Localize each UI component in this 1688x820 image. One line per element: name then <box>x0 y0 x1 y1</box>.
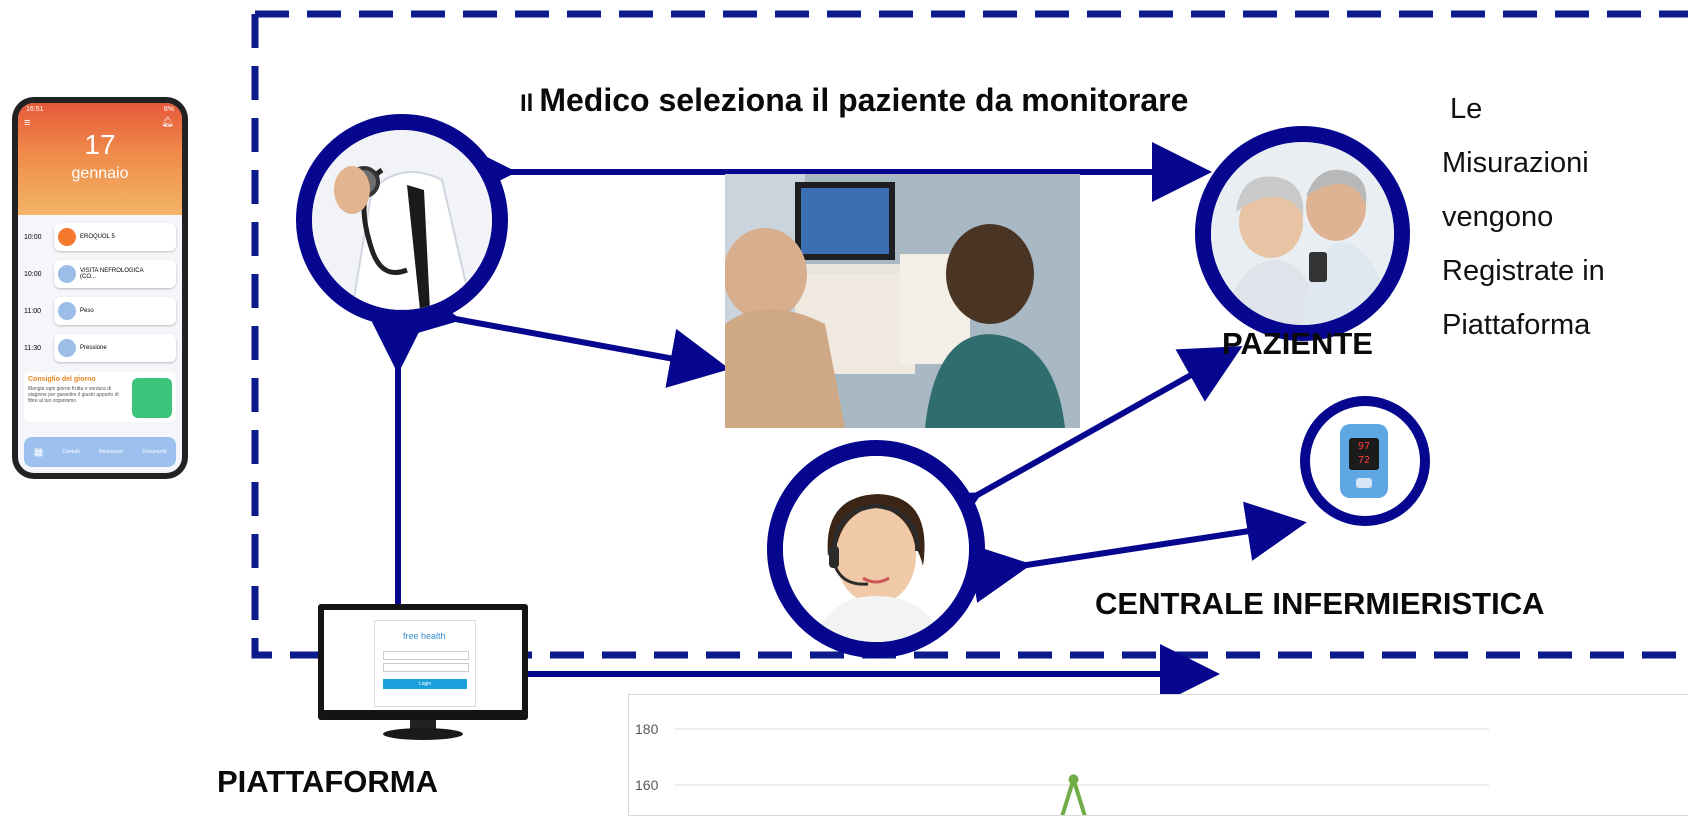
arrow-centrale-oximeter <box>968 501 1307 603</box>
phone-month: gennaio <box>71 165 129 182</box>
chart-svg: 180 160 <box>635 721 1489 820</box>
logo-text: free health <box>403 631 446 641</box>
password-input[interactable] <box>383 663 469 672</box>
title-main: Medico seleziona il paziente da monitora… <box>539 82 1189 118</box>
tip-illustration <box>132 378 172 418</box>
arrow-centrale-paziente <box>915 346 1243 548</box>
login-button[interactable]: Login <box>383 679 467 689</box>
visit-icon <box>58 265 76 283</box>
phone-day: 17 <box>84 129 116 160</box>
consultation-image <box>725 174 1080 428</box>
oximeter-circle: 97 72 <box>1300 396 1430 526</box>
bell-icon[interactable]: 🔔︎ <box>161 117 174 128</box>
tip-card: Consiglio del giorno Mangia ogni giorno … <box>24 372 176 422</box>
calendar-icon[interactable]: ▦ <box>33 446 44 458</box>
phone-battery: 8% <box>163 106 174 113</box>
label-centrale: CENTRALE INFERMIERISTICA <box>1095 586 1545 621</box>
nurse-circle <box>767 440 985 658</box>
doctor-circle <box>296 114 508 326</box>
label-paziente: PAZIENTE <box>1222 326 1373 361</box>
weight-icon <box>58 302 76 320</box>
smartphone: 16:51 8% ≡ 🔔︎ 17 gennaio 10:00 EROQUOL 5… <box>12 97 188 479</box>
phone-header: 16:51 8% ≡ 🔔︎ 17 gennaio <box>18 103 182 215</box>
oximeter-icon: 97 72 <box>1340 424 1388 498</box>
title-prefix: Il <box>520 90 534 117</box>
tip-title: Consiglio del giorno <box>28 376 96 383</box>
menu-icon[interactable]: ≡ <box>24 117 31 129</box>
monitor-neck <box>410 720 436 730</box>
y-tick-label: 180 <box>635 721 659 737</box>
label-piattaforma: PIATTAFORMA <box>217 764 438 799</box>
call-center-nurse-icon <box>783 456 969 642</box>
list-item[interactable]: 10:00 EROQUOL 5 <box>24 221 176 253</box>
oximeter-reading-bottom: 72 <box>1357 455 1371 466</box>
monitor-frame: free health Login <box>318 604 528 720</box>
dashed-boundary <box>251 10 1688 659</box>
platform-monitor: free health Login <box>318 604 528 744</box>
patient-circle <box>1195 126 1410 341</box>
list-item[interactable]: 11:00 Peso <box>24 295 176 327</box>
y-tick-label: 160 <box>635 777 659 793</box>
side-note-line: Piattaforma <box>1442 309 1591 341</box>
nav-benessere[interactable]: Benessere <box>99 449 124 455</box>
side-note: Le Misurazioni vengono Registrate in Pia… <box>1442 82 1682 352</box>
nav-contatti[interactable]: Contatti <box>62 449 80 455</box>
login-card: free health Login <box>374 620 476 707</box>
diagram-lines <box>251 10 1688 704</box>
username-input[interactable] <box>383 651 469 660</box>
doctor-icon <box>312 130 492 310</box>
measurements-chart: 180 160 <box>628 694 1688 820</box>
oximeter-reading-top: 97 <box>1357 441 1371 452</box>
list-item[interactable]: 10:00 VISITA NEFROLOGICA (CO... <box>24 258 176 290</box>
nav-documenti[interactable]: Documenti <box>142 449 167 455</box>
arrow-medico-photo <box>397 279 730 388</box>
phone-screen: 16:51 8% ≡ 🔔︎ 17 gennaio 10:00 EROQUOL 5… <box>18 103 182 473</box>
side-note-line: Le <box>1450 93 1483 125</box>
phone-agenda: 10:00 EROQUOL 5 10:00 VISITA NEFROLOGICA… <box>18 215 182 428</box>
side-note-line: vengono <box>1442 201 1554 233</box>
pressure-icon <box>58 339 76 357</box>
monitor-screen: free health Login <box>324 610 522 710</box>
phone-status-time: 16:51 <box>26 106 44 113</box>
tip-text: Mangia ogni giorno frutta e verdura di s… <box>28 386 119 404</box>
monitor-stand <box>383 728 463 740</box>
side-note-line: Misurazioni <box>1442 147 1589 179</box>
questionnaire-icon <box>58 228 76 246</box>
data-point <box>1068 774 1079 785</box>
side-note-line: Registrate in <box>1442 255 1605 287</box>
patients-icon <box>1211 142 1394 325</box>
list-item[interactable]: 11:30 Pressione <box>24 332 176 364</box>
consultation-photo <box>725 174 1080 428</box>
phone-nav: ▦ Contatti Benessere Documenti <box>24 437 176 467</box>
